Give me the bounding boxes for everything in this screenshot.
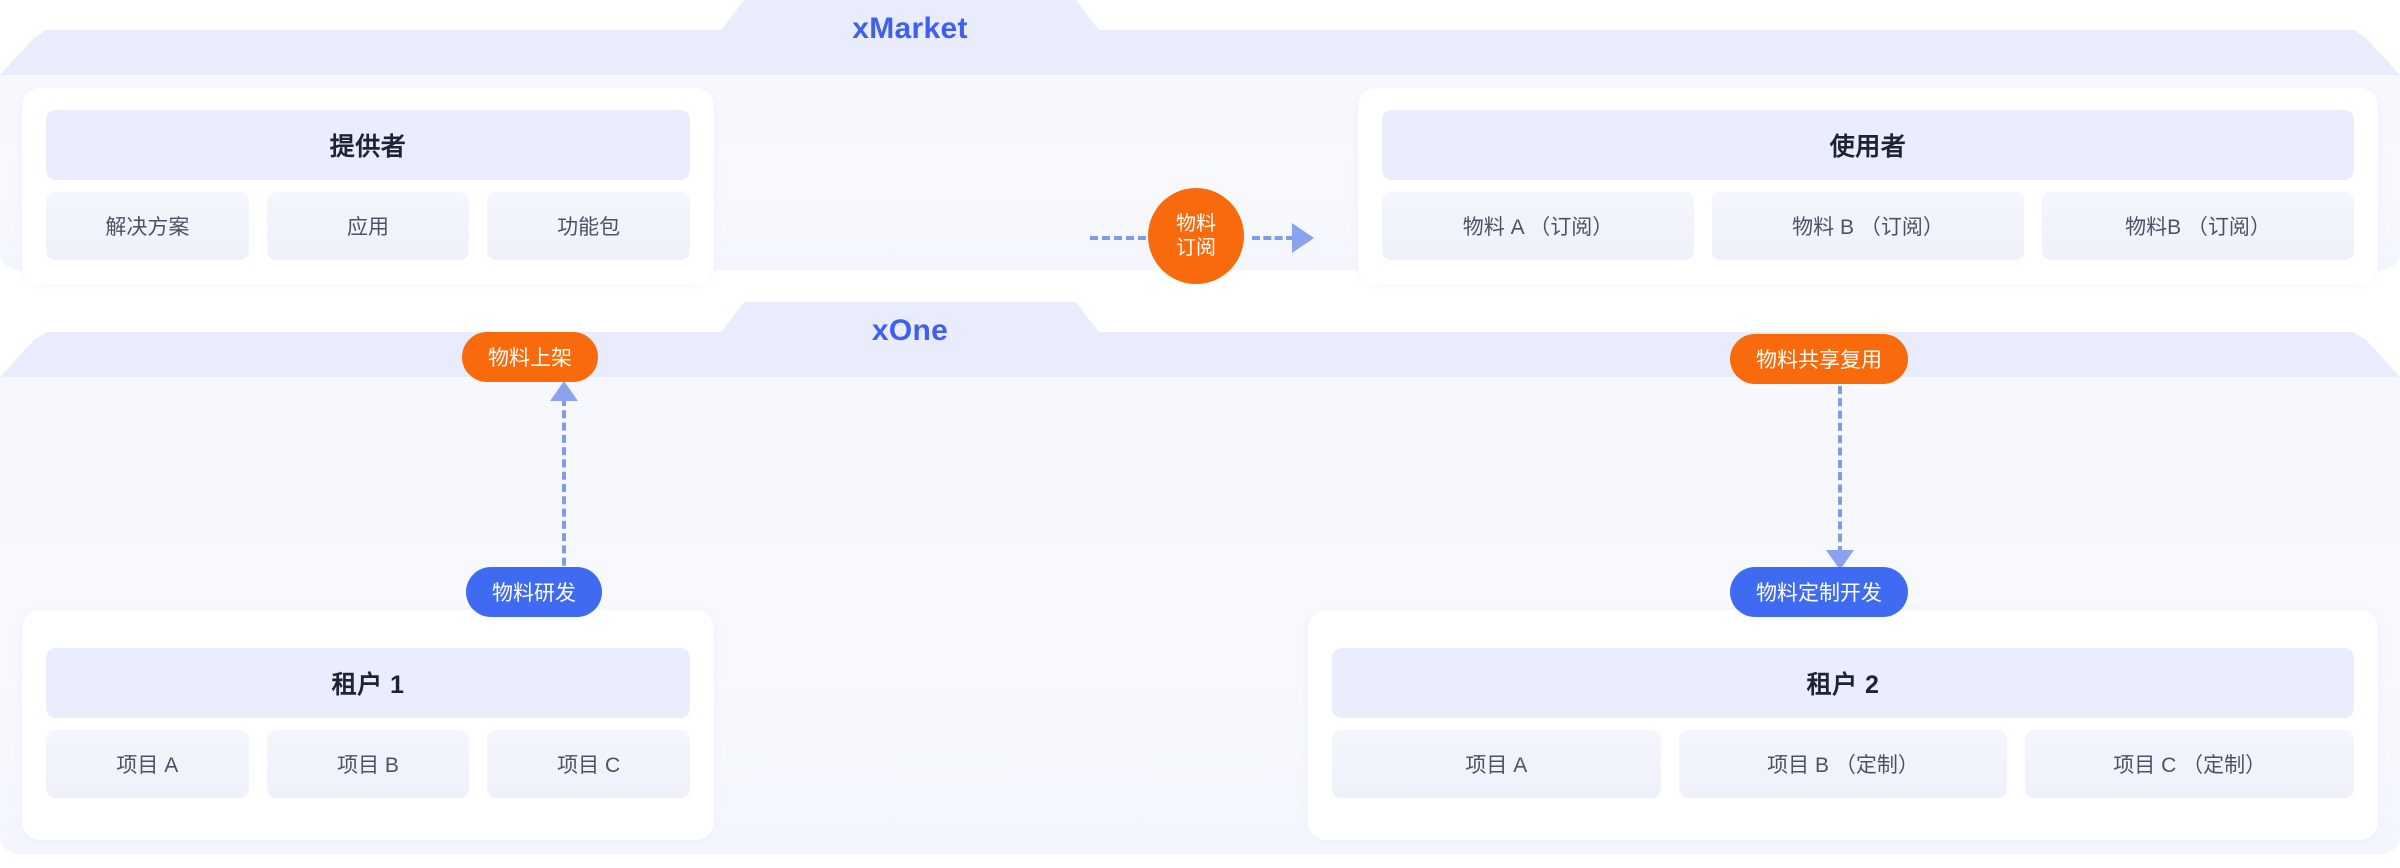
group-items-tenant-1: 项目 A 项目 B 项目 C	[46, 730, 691, 798]
panel-xmarket-header	[0, 30, 2400, 75]
badge-label: 物料上架	[488, 347, 572, 370]
group-item[interactable]: 应用	[266, 192, 470, 260]
group-item[interactable]: 项目 C	[487, 730, 691, 798]
connector-rnd-to-publish	[562, 398, 566, 578]
panel-xmarket-tab	[700, 0, 1120, 58]
badge-line-1: 物料	[1176, 212, 1216, 235]
group-item[interactable]: 解决方案	[46, 192, 249, 260]
group-item[interactable]: 物料B （订阅）	[2042, 192, 2354, 260]
group-item[interactable]: 项目 B	[266, 730, 470, 798]
group-items-tenant-2: 项目 A 项目 B （定制） 项目 C （定制）	[1332, 730, 2355, 798]
group-card-consumer[interactable]: 使用者 物料 A （订阅） 物料 B （订阅） 物料B （订阅）	[1358, 88, 2378, 284]
panel-xmarket-title: xMarket	[852, 12, 968, 45]
badge-label: 物料研发	[492, 582, 576, 605]
group-title-tenant-2: 租户 2	[1332, 648, 2354, 718]
group-card-tenant-2[interactable]: 租户 2 项目 A 项目 B （定制） 项目 C （定制）	[1308, 610, 2378, 840]
arrow-right-icon	[1292, 223, 1314, 253]
panel-xone-header	[0, 332, 2400, 377]
badge-material-publish[interactable]: 物料上架	[462, 332, 598, 382]
group-item[interactable]: 功能包	[487, 192, 691, 260]
arrow-up-icon	[550, 381, 578, 401]
group-title-tenant-1: 租户 1	[46, 648, 690, 718]
connector-share-to-custom-dev	[1838, 386, 1842, 554]
connector-provider-to-subscribe	[1090, 236, 1146, 240]
group-card-tenant-1[interactable]: 租户 1 项目 A 项目 B 项目 C	[22, 610, 714, 840]
group-item[interactable]: 项目 C （定制）	[2025, 730, 2355, 798]
group-items-consumer: 物料 A （订阅） 物料 B （订阅） 物料B （订阅）	[1382, 192, 2354, 260]
arrow-down-icon	[1826, 550, 1854, 570]
group-item[interactable]: 物料 A （订阅）	[1382, 192, 1694, 260]
group-card-provider[interactable]: 提供者 解决方案 应用 功能包	[22, 88, 714, 284]
group-items-provider: 解决方案 应用 功能包	[46, 192, 691, 260]
connector-subscribe-to-consumer	[1252, 236, 1294, 240]
group-title-provider: 提供者	[46, 110, 690, 180]
badge-line-2: 订阅	[1176, 237, 1216, 259]
badge-label: 物料共享复用	[1756, 349, 1882, 372]
group-title-consumer: 使用者	[1382, 110, 2354, 180]
panel-xone-tab	[700, 302, 1120, 360]
group-item[interactable]: 物料 B （订阅）	[1712, 192, 2024, 260]
badge-material-share-reuse[interactable]: 物料共享复用	[1730, 334, 1908, 384]
badge-material-rnd[interactable]: 物料研发	[466, 567, 602, 617]
badge-material-custom-dev[interactable]: 物料定制开发	[1730, 567, 1908, 617]
group-item[interactable]: 项目 B （定制）	[1678, 730, 2008, 798]
panel-xone-title: xOne	[871, 314, 949, 347]
badge-material-subscribe[interactable]: 物料 订阅	[1148, 188, 1244, 284]
badge-label: 物料定制开发	[1756, 582, 1882, 605]
group-item[interactable]: 项目 A	[46, 730, 249, 798]
group-item[interactable]: 项目 A	[1332, 730, 1661, 798]
